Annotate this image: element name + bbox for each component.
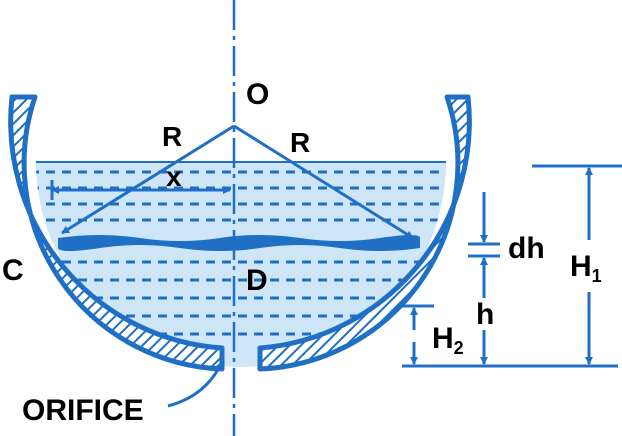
label-C: C (2, 254, 24, 287)
label-H2: H2 (432, 322, 464, 358)
label-x: x (166, 161, 182, 192)
label-D: D (246, 264, 268, 297)
label-h: h (476, 298, 494, 331)
x-dimension-arrow (50, 180, 231, 200)
label-R-left: R (162, 121, 182, 152)
radius-lines (61, 124, 414, 240)
dimension-reference-lines (402, 164, 622, 368)
orifice-pointer-arrow (167, 361, 224, 408)
water-body (36, 161, 446, 367)
label-orifice: ORIFICE (22, 394, 144, 427)
label-H1: H1 (570, 250, 602, 286)
elementary-strip (58, 235, 420, 251)
label-dh: dh (508, 232, 545, 265)
label-O: O (246, 78, 269, 111)
label-R-right: R (290, 127, 310, 158)
